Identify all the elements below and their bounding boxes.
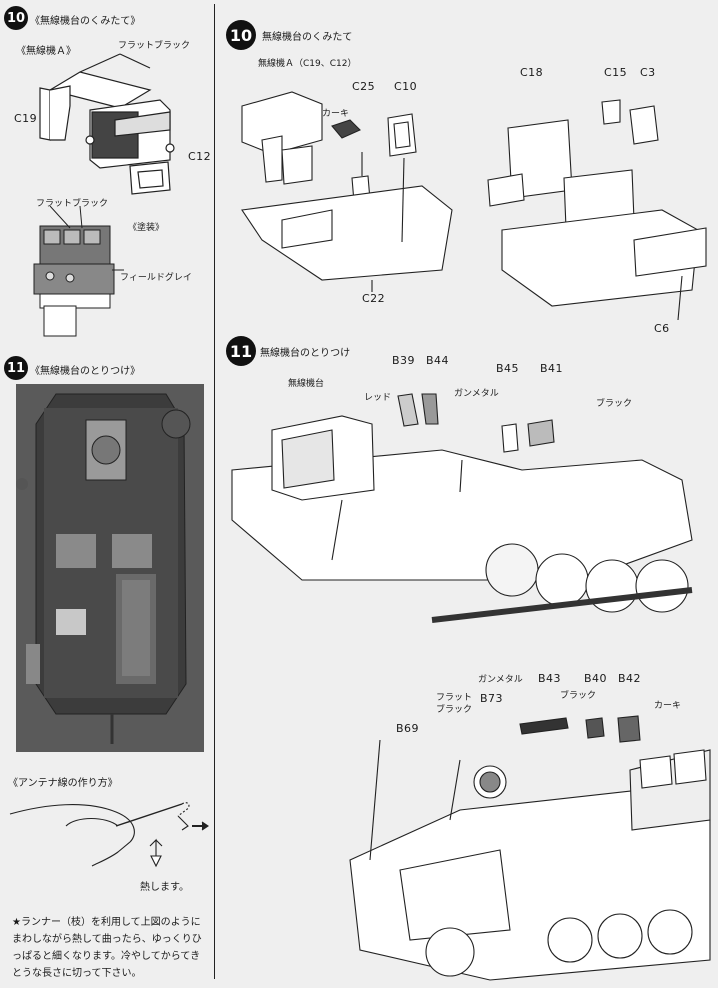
part-c18: C18: [520, 66, 544, 79]
khaki-label-2: カーキ: [654, 701, 682, 711]
part-c6: C6: [654, 322, 670, 335]
halftrack-interior-photo: [16, 384, 204, 752]
black-label-2: ブラック: [560, 691, 597, 701]
black-label: ブラック: [596, 399, 633, 409]
step-10-title-left: 《無線機台のくみたて》: [30, 16, 141, 27]
part-c25: C25: [352, 80, 376, 93]
red-label: レッド: [364, 393, 392, 403]
heat-label: 熱します。: [140, 882, 189, 893]
cab-install-drawing: [349, 715, 711, 981]
step-11-title-left: 《無線機台のとりつけ》: [30, 366, 141, 377]
flat-black-label-2: フラットブラック: [36, 199, 109, 209]
step-10-badge-right: 10: [226, 20, 256, 50]
part-c3: C3: [640, 66, 656, 79]
antenna-hand-drawing: [9, 802, 209, 868]
flat-black-label: フラットブラック: [118, 41, 191, 51]
part-b42: B42: [618, 672, 642, 685]
column-divider: [214, 4, 215, 979]
part-b73: B73: [480, 692, 504, 705]
part-c10: C10: [394, 80, 418, 93]
antenna-title: 《アンテナ線の作り方》: [8, 778, 118, 789]
radio-paint-diagram: [33, 206, 124, 337]
part-c19-left: C19: [14, 112, 38, 125]
part-b40: B40: [584, 672, 608, 685]
step-11-badge: 11: [4, 356, 28, 380]
radio-stand-label: 無線機台: [288, 379, 325, 389]
part-b69: B69: [396, 722, 420, 735]
radio-stand-install-drawing: [231, 393, 693, 623]
step-10-badge: 10: [4, 6, 28, 30]
gunmetal-label: ガンメタル: [454, 389, 499, 399]
step-10-title-right: 無線機台のくみたて: [262, 32, 353, 43]
part-b44: B44: [426, 354, 450, 367]
radio-a-label: 《無線機Ａ》: [16, 46, 76, 57]
part-c22: C22: [362, 292, 386, 305]
antenna-note: ★ランナー（枝）を利用して上図のようにまわしながら熱して曲ったら、ゆっくりひっぱ…: [12, 917, 202, 979]
part-c12-left: C12: [188, 150, 212, 163]
step-11-title-right: 無線機台のとりつけ: [260, 348, 351, 359]
step-11-badge-right: 11: [226, 336, 256, 366]
paint-title: 《塗装》: [128, 223, 165, 233]
radio-stand-assembly-drawing: [241, 91, 707, 320]
khaki-label: カーキ: [322, 109, 350, 119]
part-b43: B43: [538, 672, 562, 685]
radio-a-assembly-drawing: [39, 53, 175, 195]
part-b45: B45: [496, 362, 520, 375]
part-b39: B39: [392, 354, 416, 367]
field-grey-label: フィールドグレイ: [120, 273, 192, 283]
radio-a-c19-c12-label: 無線機Ａ（C19、C12）: [258, 59, 357, 69]
flat-black-label-right: フラット ブラック: [436, 693, 473, 715]
gunmetal-label-2: ガンメタル: [478, 675, 523, 685]
part-b41: B41: [540, 362, 564, 375]
part-c15: C15: [604, 66, 628, 79]
